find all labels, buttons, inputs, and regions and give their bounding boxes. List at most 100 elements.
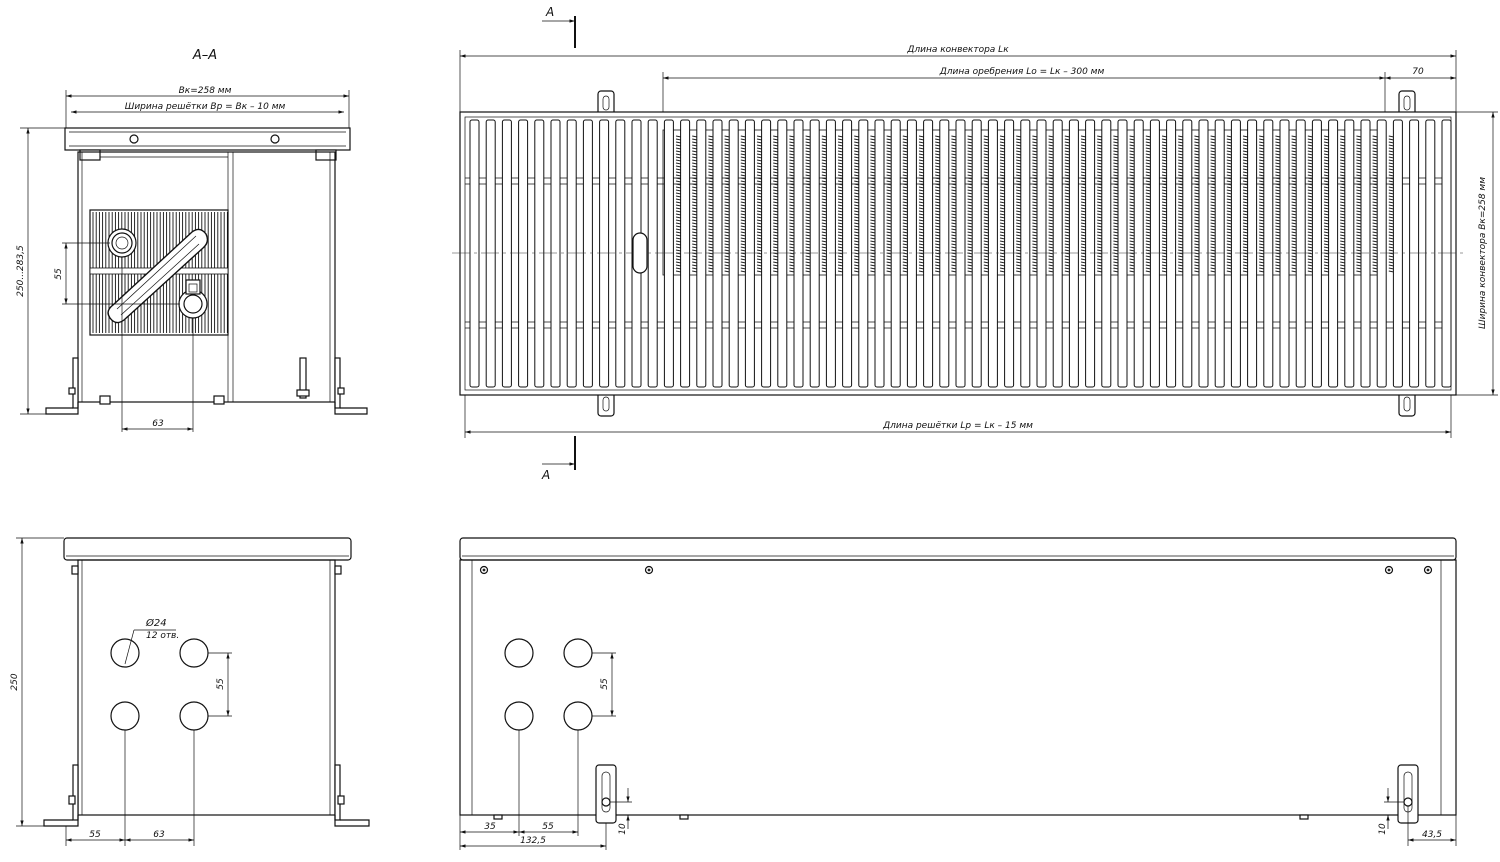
grille-slat xyxy=(1166,119,1177,388)
dim-35: 35 xyxy=(484,822,496,832)
grille-slat xyxy=(680,119,691,388)
dim-250: 250 xyxy=(10,673,20,690)
grille-slat xyxy=(518,119,529,388)
section-title: A–A xyxy=(192,48,217,63)
grille-slat xyxy=(485,119,496,388)
grille-slat xyxy=(1360,119,1371,388)
dim-height-range: 250...283,5 xyxy=(16,245,26,297)
hole xyxy=(110,638,140,668)
grille-slat xyxy=(842,119,853,388)
dim-fin-length: Длина оребрения Lо = Lк – 300 мм xyxy=(939,67,1105,77)
dim-55-section: 55 xyxy=(54,268,64,280)
hole xyxy=(563,701,593,731)
grille-slat xyxy=(1068,119,1079,388)
grille-slat xyxy=(1376,119,1387,388)
dim-bk: Вк=258 мм xyxy=(179,86,232,96)
grille-slat xyxy=(696,119,707,388)
hole xyxy=(563,638,593,668)
grille-slat xyxy=(906,119,917,388)
grille-slat xyxy=(501,119,512,388)
grille-slat xyxy=(955,119,966,388)
grille-slat xyxy=(793,119,804,388)
grille-slat xyxy=(1425,119,1436,388)
hole xyxy=(179,701,209,731)
hole-diameter: Ø24 xyxy=(145,617,167,629)
grille-slat xyxy=(1149,119,1160,388)
dim-convector-width: Ширина конвектора Вк=258 мм xyxy=(1478,177,1488,329)
hole-count: 12 отв. xyxy=(146,631,179,641)
grille-slat xyxy=(1052,119,1063,388)
housing-body xyxy=(77,151,336,403)
dim-grille-length: Длина решётки Lр = Lк – 15 мм xyxy=(882,421,1033,431)
grille-slat xyxy=(809,119,820,388)
grille-slat xyxy=(939,119,950,388)
dim-grille-width: Ширина решётки Вр = Вк – 10 мм xyxy=(125,102,286,112)
grille-slat xyxy=(1328,119,1339,388)
grille-slat xyxy=(582,119,593,388)
grille-slat xyxy=(1085,119,1096,388)
grille-slat xyxy=(874,119,885,388)
grille-slat xyxy=(1311,119,1322,388)
grille-slat xyxy=(1344,119,1355,388)
dim-63-end-bottom: 63 xyxy=(153,830,165,840)
grille-slat xyxy=(1409,119,1420,388)
dim-55-side: 55 xyxy=(600,678,610,690)
grille-slat xyxy=(566,119,577,388)
section-view-a-a: A–A Вк=258 мм Ширина решётки Вр = Вк – 1… xyxy=(16,48,368,432)
grille-slat xyxy=(728,119,739,388)
dim-55-end-bottom: 55 xyxy=(89,830,101,840)
grille-slat xyxy=(825,119,836,388)
grille-bar xyxy=(64,127,351,151)
dim-70: 70 xyxy=(1412,67,1424,77)
grille-slat xyxy=(858,119,869,388)
grille-slat xyxy=(1214,119,1225,388)
grille-slat xyxy=(1117,119,1128,388)
grille-slat xyxy=(971,119,982,388)
hole xyxy=(179,638,209,668)
hole xyxy=(504,701,534,731)
hole xyxy=(504,638,534,668)
grille-slat xyxy=(469,119,480,388)
dim-convector-length: Длина конвектора Lк xyxy=(906,45,1009,55)
grille-slat xyxy=(599,119,610,388)
grille-slat xyxy=(923,119,934,388)
grille-slat xyxy=(1247,119,1258,388)
dim-132-5: 132,5 xyxy=(520,836,546,846)
dim-63-section: 63 xyxy=(152,419,164,429)
grille-slat xyxy=(647,119,658,388)
grille-slat xyxy=(1263,119,1274,388)
dim-55-end: 55 xyxy=(216,678,226,690)
side-panel xyxy=(459,559,1457,816)
grille-slat xyxy=(1392,119,1403,388)
grille-slat xyxy=(1004,119,1015,388)
grille-slat xyxy=(744,119,755,388)
grille-slat xyxy=(1133,119,1144,388)
grille-slat xyxy=(761,119,772,388)
grille-slat xyxy=(1101,119,1112,388)
section-mark-bottom: A xyxy=(541,468,550,482)
end-view: Ø24 12 отв. 55 250 55 63 xyxy=(10,537,370,846)
grille-slat xyxy=(1279,119,1290,388)
dim-10-left: 10 xyxy=(618,823,628,835)
grille-slat xyxy=(712,119,723,388)
grille-slat xyxy=(1036,119,1047,388)
grille-slat xyxy=(1182,119,1193,388)
section-mark-top: A xyxy=(545,5,554,19)
grille-slat xyxy=(1230,119,1241,388)
grille-slat xyxy=(777,119,788,388)
grille-slat xyxy=(890,119,901,388)
grille-slat xyxy=(1020,119,1031,388)
dim-10-right: 10 xyxy=(1378,823,1388,835)
grille-slat xyxy=(663,119,674,388)
dim-55-side-bottom: 55 xyxy=(542,822,554,832)
dim-43-5: 43,5 xyxy=(1422,830,1442,840)
grille-slat xyxy=(987,119,998,388)
grille-slat xyxy=(1441,119,1452,388)
grille-slat xyxy=(1198,119,1209,388)
plan-view: A A Длина конвектора Lк Длина оребрения … xyxy=(452,5,1498,482)
end-panel xyxy=(77,559,336,816)
grille-slat xyxy=(1295,119,1306,388)
grille-slat xyxy=(534,119,545,388)
hole xyxy=(110,701,140,731)
